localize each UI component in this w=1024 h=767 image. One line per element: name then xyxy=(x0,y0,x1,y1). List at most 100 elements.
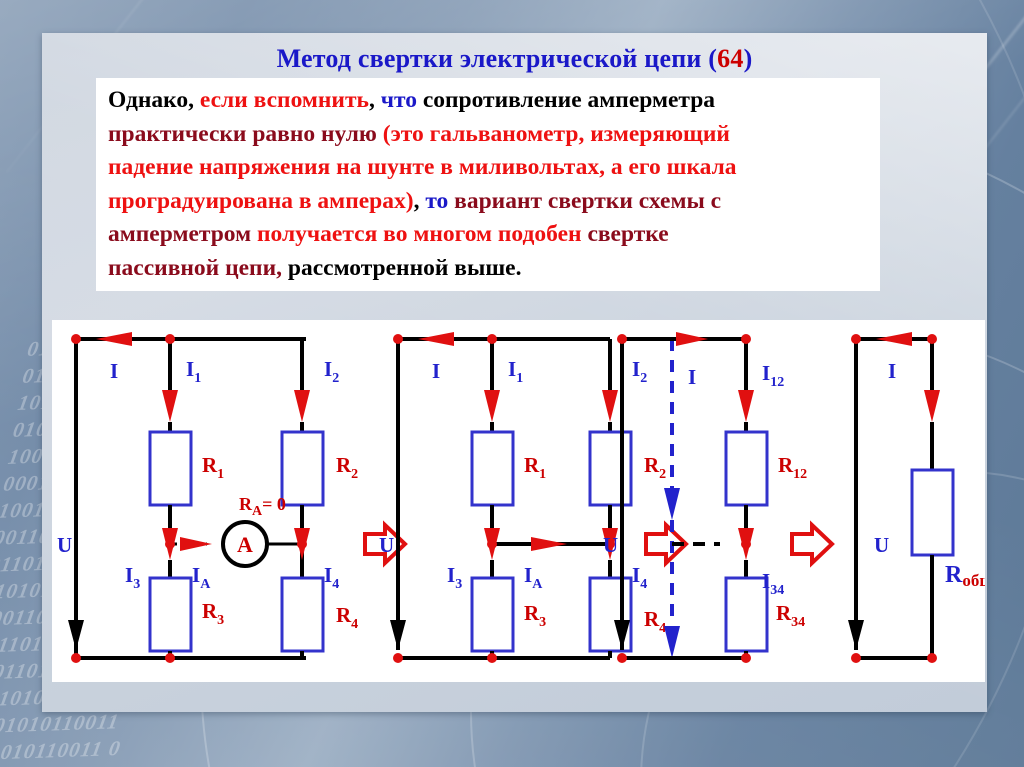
current-arrow-I xyxy=(676,332,708,346)
page-title-paren-open: ( xyxy=(708,44,718,73)
current-arrow-IA xyxy=(531,537,567,551)
current-arrow-I xyxy=(876,332,912,346)
node xyxy=(741,334,751,344)
resistor-r3 xyxy=(470,576,515,653)
source-arrow-U xyxy=(390,620,406,650)
label-R4: R4 xyxy=(336,603,358,632)
node xyxy=(71,653,81,663)
transition-arrow-1-to-2 xyxy=(363,520,408,568)
dashed-arrow-down-upper xyxy=(664,488,680,520)
label-I4: I4 xyxy=(324,563,339,592)
page-title-paren-close: ) xyxy=(743,44,753,73)
label-R3: R3 xyxy=(202,599,224,628)
resistor-r4 xyxy=(280,576,325,653)
node xyxy=(393,334,403,344)
body-text-span: падение напряжения на шунте в миливольта… xyxy=(108,154,737,180)
page-title-main: Метод свертки электрической цепи xyxy=(276,44,702,73)
body-line-1: Однако, если вспомнить, что сопротивлени… xyxy=(108,84,870,118)
body-text-span: рассмотренной выше. xyxy=(282,254,522,281)
node xyxy=(297,539,307,549)
body-text-span: проградуирована в амперах) xyxy=(108,187,414,214)
resistor-r1 xyxy=(470,430,515,507)
circuit-1: A U I I1 xyxy=(57,332,358,663)
node xyxy=(927,653,937,663)
label-I1: I1 xyxy=(508,357,523,386)
label-I12: I12 xyxy=(762,361,784,390)
label-I2: I2 xyxy=(324,357,339,386)
label-R3: R3 xyxy=(524,601,546,630)
node xyxy=(851,653,861,663)
current-arrow-I xyxy=(418,332,454,346)
label-U-1: U xyxy=(57,533,72,557)
node xyxy=(617,653,627,663)
body-text-span: что xyxy=(380,87,423,113)
current-arrow-I1 xyxy=(484,390,500,422)
current-arrow-IA xyxy=(180,537,212,551)
resistor-r3 xyxy=(148,576,193,653)
label-I3: I3 xyxy=(125,563,140,592)
body-text-span: практически равно нулю xyxy=(108,120,383,147)
label-RA-zero: RA= 0 xyxy=(239,494,286,519)
label-R2: R2 xyxy=(336,453,358,482)
body-text-span: свертке xyxy=(587,221,669,247)
circuit-4: U I Rобщ. xyxy=(848,332,985,663)
body-line-4: проградуирована в амперах), то вариант с… xyxy=(108,185,870,219)
circuit-1-mid-branch xyxy=(148,339,193,658)
label-IA: IA xyxy=(192,563,211,592)
node xyxy=(927,334,937,344)
body-text-span: сопротивление амперметра xyxy=(422,87,716,113)
body-text-span: если вспомнить xyxy=(199,87,369,113)
body-text-span: пассивной цепи, xyxy=(108,254,283,281)
body-textbox: Однако, если вспомнить, что сопротивлени… xyxy=(96,78,880,291)
label-I-2: I xyxy=(432,359,440,383)
circuit-1-right-branch xyxy=(280,339,325,658)
label-I4: I4 xyxy=(632,563,647,592)
transition-arrow-3-to-4 xyxy=(790,520,835,568)
source-arrow-U xyxy=(614,620,630,650)
label-I1: I1 xyxy=(186,357,201,386)
label-I-4: I xyxy=(888,359,896,383)
ammeter-label: A xyxy=(237,532,253,557)
circuit-3-dashed-center xyxy=(664,339,720,658)
page-title-number: 64 xyxy=(717,44,744,73)
circuit-3: U I I12 R12 I34 R34 xyxy=(603,332,807,663)
label-R34: R34 xyxy=(776,601,805,630)
body-line-2: практически равно нулю (это гальванометр… xyxy=(108,118,870,152)
circuit-2-right-branch xyxy=(588,339,633,658)
node xyxy=(851,334,861,344)
node xyxy=(487,653,497,663)
body-text-span: Однако, xyxy=(108,87,200,113)
current-arrow-I2 xyxy=(294,390,310,422)
resistor-r12 xyxy=(724,430,769,507)
current-arrow-I xyxy=(96,332,132,346)
label-U-3: U xyxy=(603,533,618,557)
node xyxy=(393,653,403,663)
source-arrow-U xyxy=(848,620,864,650)
body-text-span: то xyxy=(425,187,455,214)
circuit-4-branch xyxy=(910,339,955,658)
current-arrow-I1 xyxy=(162,390,178,422)
resistor-r4 xyxy=(588,576,633,653)
label-R2: R2 xyxy=(644,453,666,482)
resistor-r2 xyxy=(280,430,325,507)
circuit-2-mid-branch xyxy=(470,339,515,658)
body-text-span: (это гальванометр, измеряющий xyxy=(382,120,730,147)
node xyxy=(165,653,175,663)
node xyxy=(71,334,81,344)
current-arrow-I12 xyxy=(738,390,754,422)
node xyxy=(165,539,175,549)
page-title: Метод свертки электрической цепи (64) xyxy=(42,44,987,74)
body-text-span: амперметром xyxy=(108,221,257,247)
label-R1: R1 xyxy=(202,453,224,482)
node xyxy=(605,539,615,549)
label-R12: R12 xyxy=(778,453,807,482)
resistor-r-total xyxy=(910,468,955,557)
body-line-3: падение напряжения на шунте в миливольта… xyxy=(108,151,870,185)
resistor-r2 xyxy=(588,430,633,507)
label-R4: R4 xyxy=(644,607,666,636)
dashed-arrow-down-lower xyxy=(664,626,680,658)
node xyxy=(617,334,627,344)
source-arrow-U xyxy=(68,620,84,650)
label-I34: I34 xyxy=(762,569,784,598)
